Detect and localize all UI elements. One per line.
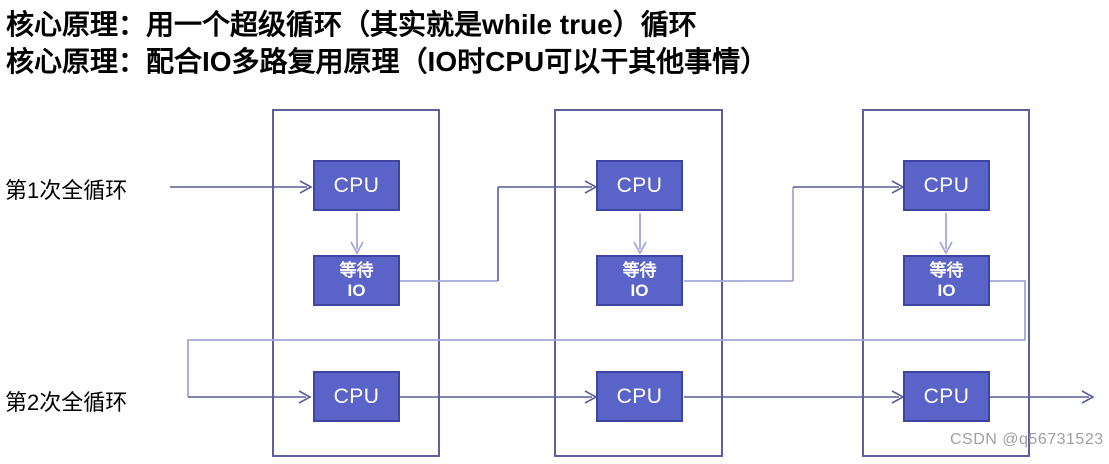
wait-io-box-1: 等待 IO <box>313 255 400 306</box>
cpu-box-label: CPU <box>616 384 663 408</box>
cpu-box-label: CPU <box>333 384 380 408</box>
wait-io-label-line2: IO <box>630 280 649 300</box>
loop-2-label: 第2次全循环 <box>5 390 128 415</box>
watermark: CSDN @q56731523 <box>950 431 1104 448</box>
wait-io-label-line1: 等待 <box>929 260 964 280</box>
loop1-entry-arrowhead <box>299 180 313 194</box>
loop2-entry-arrowhead <box>298 390 312 404</box>
cpu-box-bottom-1: CPU <box>313 371 400 422</box>
bottom-cpu3-exit-arrowhead <box>1081 390 1095 404</box>
cpu-box-bottom-2: CPU <box>596 371 683 422</box>
loop-1-label: 第1次全循环 <box>5 178 128 203</box>
io3-wraparound-line <box>187 280 1026 397</box>
wait-io-label-line1: 等待 <box>339 260 374 280</box>
wait-io-box-3: 等待 IO <box>903 255 990 306</box>
wait-io-box-2: 等待 IO <box>596 255 683 306</box>
header-line-1: 核心原理：用一个超级循环（其实就是while true）循环 <box>6 9 697 40</box>
cpu2-to-io2-arrowhead <box>633 241 647 255</box>
cpu1-to-io1-arrowhead <box>350 241 364 255</box>
cpu-box-top-2: CPU <box>596 160 683 211</box>
cpu-box-label: CPU <box>333 173 380 197</box>
wait-io-label-line1: 等待 <box>622 260 657 280</box>
process-container-2 <box>554 109 723 457</box>
cpu-box-bottom-3: CPU <box>903 371 990 422</box>
cpu-box-label: CPU <box>923 173 970 197</box>
header-line-2: 核心原理：配合IO多路复用原理（IO时CPU可以干其他事情） <box>6 46 769 77</box>
cpu-box-top-3: CPU <box>903 160 990 211</box>
process-container-3 <box>862 109 1030 457</box>
wait-io-label-line2: IO <box>937 280 956 300</box>
cpu-box-label: CPU <box>616 173 663 197</box>
process-container-1 <box>272 109 440 457</box>
cpu3-to-io3-arrowhead <box>939 241 953 255</box>
cpu-box-label: CPU <box>923 384 970 408</box>
wait-io-label-line2: IO <box>347 280 366 300</box>
cpu-box-top-1: CPU <box>313 160 400 211</box>
header: 核心原理：用一个超级循环（其实就是while true）循环 核心原理：配合IO… <box>6 6 768 80</box>
